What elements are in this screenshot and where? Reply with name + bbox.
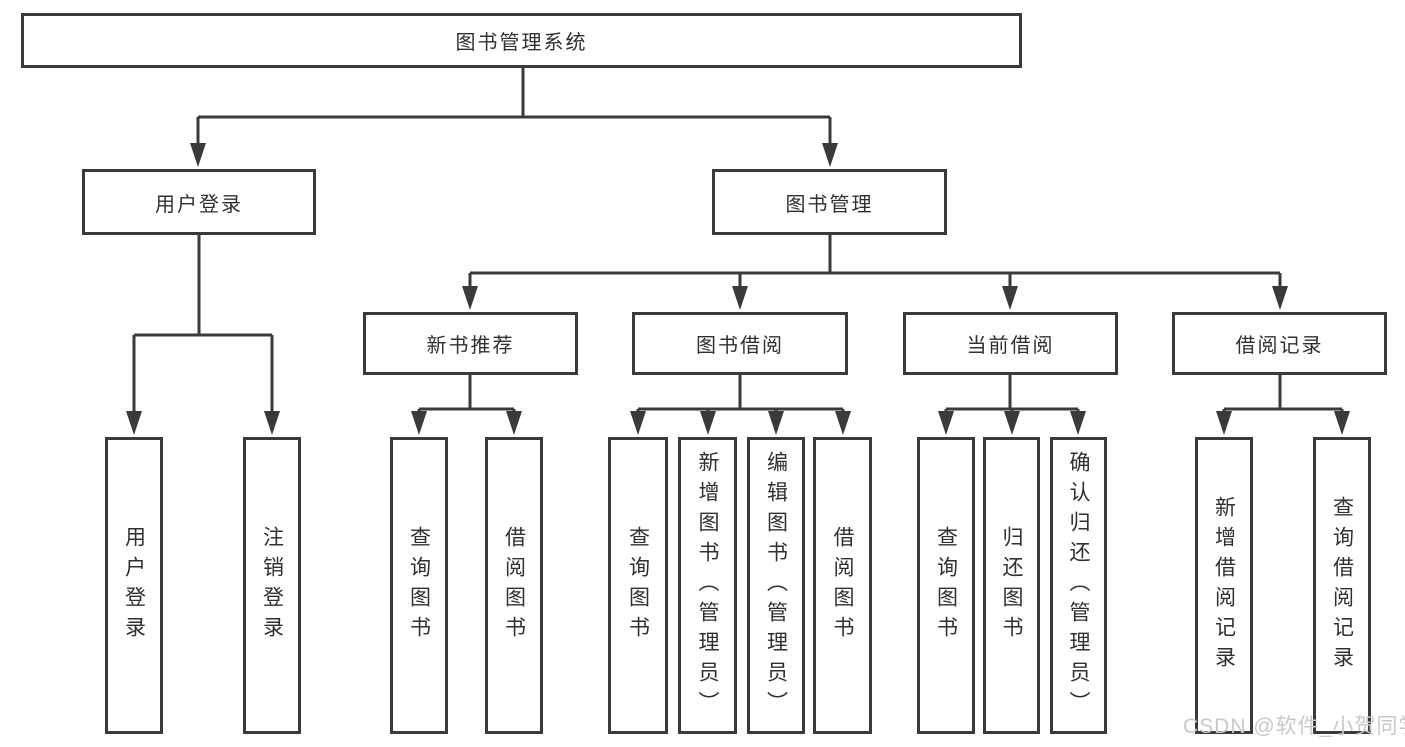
node-borrowing-records: 借阅记录 xyxy=(1172,312,1387,375)
arrowheads xyxy=(126,143,1350,435)
node-user-login: 用户登录 xyxy=(82,169,316,235)
leaf-query-books-current: 查询图书 xyxy=(917,437,975,734)
node-new-book-recommend: 新书推荐 xyxy=(363,312,578,375)
leaf-logout: 注销登录 xyxy=(243,437,301,734)
leaf-borrow-books-recommend: 借阅图书 xyxy=(485,437,543,734)
leaf-confirm-return-admin: 确认归还（管理员） xyxy=(1050,437,1107,734)
node-book-management: 图书管理 xyxy=(712,169,947,235)
leaf-add-books-admin: 新增图书（管理员） xyxy=(678,437,737,734)
node-root: 图书管理系统 xyxy=(21,13,1022,68)
leaf-borrow-books-borrowing: 借阅图书 xyxy=(813,437,872,734)
node-book-borrowing: 图书借阅 xyxy=(632,312,848,375)
watermark: CSDN @软件_小贺同学 xyxy=(1183,715,1405,738)
leaf-edit-books-admin: 编辑图书（管理员） xyxy=(747,437,805,734)
leaf-return-books: 归还图书 xyxy=(983,437,1040,734)
node-current-borrowing: 当前借阅 xyxy=(903,312,1118,375)
leaf-query-borrow-record: 查询借阅记录 xyxy=(1313,437,1371,734)
leaf-query-books-recommend: 查询图书 xyxy=(390,437,448,734)
leaf-add-borrow-record: 新增借阅记录 xyxy=(1195,437,1253,734)
leaf-query-books-borrowing: 查询图书 xyxy=(608,437,668,734)
leaf-user-login: 用户登录 xyxy=(105,437,163,734)
